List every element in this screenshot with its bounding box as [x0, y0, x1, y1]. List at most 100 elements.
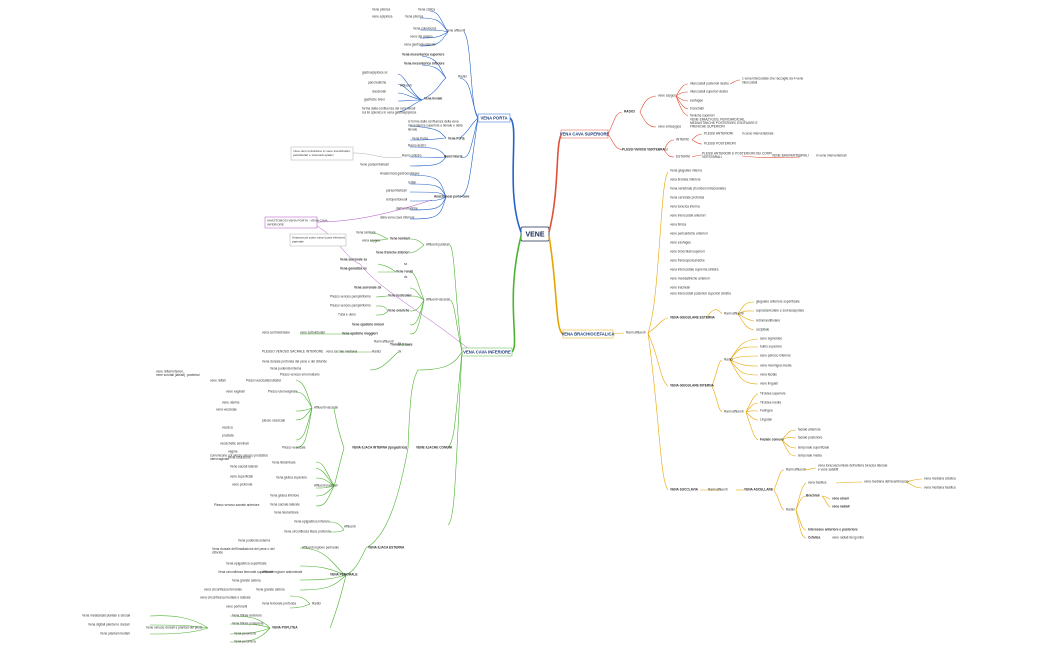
vcs-emiazygos-item[interactable]: VENE EMIAZYGOS, PERICARDICHE, [690, 118, 745, 122]
vcs-azygos-item[interactable]: bronchiali [690, 107, 704, 111]
vci-pedidia[interactable]: Vene venose dorsali e plantari del piede [146, 626, 203, 630]
porta-lienale-aff[interactable]: Affluenti [400, 84, 412, 88]
vci-visc-item[interactable]: vescichette seminali [220, 442, 249, 446]
bc-ascellare[interactable]: VENA ASCELLARE [744, 488, 773, 492]
vci-epatiche-item[interactable]: vene sottolobulari [300, 331, 325, 335]
bc-faciale-item[interactable]: temporale superficiale [798, 446, 829, 450]
bc-direct-item[interactable]: vene intercostali anteriori [670, 214, 706, 218]
vcs-emiazygos-item[interactable]: MEDIASTINICHE POSTERIORI, ESOFAGEE E [690, 121, 758, 125]
vci-visc-item[interactable]: prostata [222, 434, 234, 438]
bc-giug-est-item[interactable]: giugulare anteriore superficiale [756, 300, 800, 304]
vci-plesso-vescicale[interactable]: plesso vescicale [262, 419, 285, 423]
bc-giug-est[interactable]: VENA GIUGULARE ESTERNA [670, 316, 716, 320]
vci-iliaca-esterna[interactable]: VENA ILIACA ESTERNA [368, 546, 405, 550]
bc-cefalica[interactable]: Cefalica [808, 536, 820, 540]
bc-radici[interactable]: Radici [786, 508, 795, 512]
vcs-plessi[interactable]: PLESSI VENOSI VERTEBRALI [622, 148, 668, 152]
vci-fem-item[interactable]: Vena circonflessa femorale superficiale [218, 570, 274, 574]
vci-aff-par[interactable]: Affluenti parietali [426, 243, 450, 247]
vci-par-item[interactable]: Vene sacrali laterali [230, 465, 258, 469]
bc-mediana-item[interactable]: vena mediana cefalica [924, 477, 956, 481]
vci-fem-item[interactable]: Vena pudenda esterna [238, 539, 270, 543]
vci-renali-item[interactable]: Vena surrenale sx [340, 258, 367, 262]
vci-ped-item[interactable]: Vena digitali plantari e dorsali [88, 623, 130, 627]
porta-lienale-item[interactable]: gastriche brevi [364, 98, 385, 102]
bc-mediana-item[interactable]: vena mediana basilica [924, 486, 956, 490]
vci-radici[interactable]: Radici [372, 350, 381, 354]
vci-par-item[interactable]: Vena glutea superiore [276, 476, 307, 480]
anast-side-box[interactable] [264, 216, 318, 229]
vci-renali-item[interactable]: Vena gonadica sx [340, 267, 367, 271]
vci-par-item[interactable]: Vena glutea inferiore [270, 494, 299, 498]
porta-lienale-item[interactable]: pancreatiche [368, 81, 386, 85]
vci-radici-fem[interactable]: Radici [312, 602, 321, 606]
vci-testicolari[interactable]: Vene testicolari [388, 294, 412, 298]
bc-giug-int-radici[interactable]: Radici [724, 358, 733, 362]
bc-interossee[interactable]: Interossee anteriore e posteriore [808, 528, 858, 532]
porta-anast-item[interactable]: paraombelicali [386, 189, 407, 193]
vci-fem-item[interactable]: Vena dorsale dell'irradiazione del pene … [212, 547, 275, 551]
vci-pop-item[interactable]: Vena peroniera [234, 632, 256, 636]
vci-lombari[interactable]: Vene lombari [390, 237, 410, 241]
vcs-emiazygos-item[interactable]: FRENICHE SUPERIORI [690, 125, 725, 129]
bc-direct-item[interactable]: vene bronchiali superiori [670, 250, 705, 254]
vci-par-item[interactable]: Vena iliolombare [272, 461, 296, 465]
vci-ovariche[interactable]: Vene ovariche [388, 309, 410, 313]
vci-aff-viscerali[interactable]: Affluenti viscerali [314, 406, 338, 410]
vci-fem-item[interactable]: vena circonflessa femorale [204, 588, 242, 592]
porta-aff-item[interactable]: vena gastroduodenale [404, 43, 436, 47]
bc-giug-int-rami[interactable]: Rami affluenti [724, 410, 744, 414]
bc-basilica[interactable]: vena basilica [808, 481, 827, 485]
vci-safena-note[interactable]: Affluenti regione perineale [302, 546, 339, 550]
bc-direct-item[interactable]: vena timica [670, 223, 686, 227]
porta-rami-interni[interactable]: Rami Interni [444, 155, 463, 159]
bc-direct-item[interactable]: vene frenicopericardiche [670, 259, 705, 263]
bc-rami-item[interactable]: Linguale [760, 418, 772, 422]
vci-test-item[interactable]: Plesso venoso pampiniforme [330, 295, 371, 299]
vci-sacrale[interactable]: vena sacrale mediana [326, 350, 357, 354]
vci-epatiche-item[interactable]: vena centrolobulare [262, 331, 290, 335]
vci-plesso-sacrale[interactable]: PLESSO VENOSO SACRALE INTERIORE [262, 350, 323, 354]
vci-par-item[interactable]: Plesso venoso sacrale anteriore [214, 503, 260, 507]
bc-giug-est-item[interactable]: occipitale [756, 328, 770, 332]
bc-asc-item[interactable]: vena toracoacromiale dell'arteria toraci… [818, 464, 888, 468]
bc-direct-item[interactable]: vene intercostali posteriori superiori s… [670, 292, 731, 296]
bc-brachiali[interactable]: Brachiali [806, 494, 820, 498]
vci-ped-item[interactable]: Vena metatarsali plantari e dorsali [82, 614, 130, 618]
vci-visc-item[interactable]: Vena pudenda interna [270, 367, 301, 371]
vcs-azygos-item[interactable]: esofagee [690, 99, 703, 103]
vci-cave-epatiche[interactable]: Tronco di base [390, 343, 413, 347]
porta-anast-item[interactable]: della vena cava inferiore [380, 216, 415, 220]
vci-rami-aff[interactable]: Rami affluenti [374, 340, 394, 344]
vcs-radici[interactable]: RADICI [624, 110, 635, 114]
vci-renali[interactable]: Vene renali [396, 270, 413, 274]
porta-lienale-item[interactable]: duodenali [372, 90, 386, 94]
vcs-basivertebrali[interactable]: VENE BASIVERTEBRALI [772, 154, 809, 158]
vci-aff-visc[interactable]: Affluenti viscerali [426, 298, 450, 302]
bc-asc-item[interactable]: e vene satelliti [818, 468, 838, 472]
porta-anast-item[interactable]: Anastomosi gastroesofagee [380, 172, 420, 176]
vcs-interni[interactable]: INTERNI [676, 138, 689, 142]
vci-visc-item[interactable]: uterovaginale [210, 457, 229, 461]
bc-giug-est-item[interactable]: sopraclavicolare e sovrascapolare [756, 309, 804, 313]
vci-est-item[interactable]: Vena circonflessa iliaca profonda [284, 530, 331, 534]
porta-anast-item[interactable]: rettali [408, 181, 416, 185]
porta-aff-item[interactable]: vena del grasso [410, 35, 433, 39]
vci-ovar-item[interactable]: Plesso venoso pampiniforme [330, 304, 371, 308]
bc-giug-est-rami[interactable]: Rami affluenti [724, 312, 744, 316]
porta-rami-item[interactable]: Ramo sinistro [402, 154, 422, 158]
bc-radici-item[interactable]: seno sigmoideo [760, 337, 783, 341]
vci-visc-item[interactable]: vena vescicale [216, 408, 237, 412]
vci-visc-sub[interactable]: vene vaginali [226, 390, 245, 394]
bc-faciale[interactable]: Faciale comune [760, 438, 784, 442]
vci-pop-item[interactable]: Vena tibiale anteriore [232, 614, 262, 618]
porta-lienale[interactable]: Vena lienale [424, 97, 442, 101]
vcs-azygos-item[interactable]: intercostali superiori destre [690, 90, 728, 94]
vci-fem-item[interactable]: Vena grande safena [256, 588, 285, 592]
vci-visc-item[interactable]: Plesso uterovaginale [268, 390, 298, 394]
vci-fem-item[interactable]: vena circonflessa mediale e laterale [200, 596, 251, 600]
bc-rami-item[interactable]: Tiroidea media [760, 401, 781, 405]
porta-aff-item[interactable]: Vene pilorica [372, 8, 390, 12]
vci-fem-item[interactable]: clitoride [212, 551, 223, 555]
bc-succ-rami[interactable]: Rami affluenti [708, 488, 728, 492]
